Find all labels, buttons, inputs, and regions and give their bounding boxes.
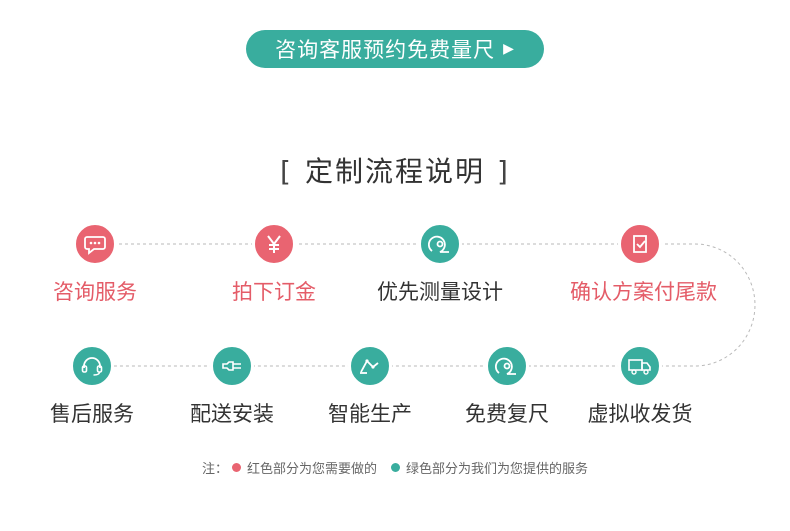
section-title: [ 定制流程说明] [0,150,790,190]
step-virtual-shipping: 虚拟收发货 [570,344,710,428]
step-label: 售后服务 [50,402,134,426]
step-free-remeasure: 免费复尺 [437,344,577,428]
title-text: 定制流程说明 [304,155,485,188]
step-label: 虚拟收发货 [587,402,693,426]
step-after-sales: 售后服务 [22,344,162,428]
note-prefix: 注： [201,462,228,477]
red-dot-icon [231,463,241,472]
note-red-text: 红色部分为您需要做的 [246,462,377,477]
step-measure-design: 优先测量设计 [370,222,510,306]
tape-measure-icon [485,344,529,388]
title-close-bracket: ] [497,155,510,188]
step-label: 优先测量设计 [377,280,503,304]
consult-free-measure-button[interactable]: 咨询客服预约免费量尺 ▶ [246,30,544,68]
step-label: 确认方案付尾款 [570,280,717,304]
step-delivery-install: 配送安装 [162,344,302,428]
step-label: 免费复尺 [465,402,549,426]
green-dot-icon [391,463,400,472]
legend-note: 注： 红色部分为您需要做的 绿色部分为我们为您提供的服务 [0,458,790,477]
step-confirm-final-payment: 确认方案付尾款 [570,222,717,306]
chat-bubble-icon [73,222,117,266]
step-pay-deposit: 拍下订金 [204,222,344,306]
play-arrow-icon: ▶ [503,41,515,57]
wrench-icon [210,344,254,388]
step-smart-production: 智能生产 [300,344,440,428]
cta-label: 咨询客服预约免费量尺 [275,38,496,62]
step-label: 咨询服务 [53,280,137,304]
checklist-icon [618,222,662,266]
note-green-text: 绿色部分为我们为您提供的服务 [406,462,589,477]
headset-icon [70,344,114,388]
step-label: 配送安装 [190,402,274,426]
step-label: 智能生产 [328,402,412,426]
tape-measure-icon [418,222,462,266]
yen-icon [252,222,296,266]
step-consult-service: 咨询服务 [25,222,165,306]
title-open-bracket: [ [280,155,293,188]
robot-arm-icon [348,344,392,388]
step-label: 拍下订金 [232,280,316,304]
truck-icon [618,344,662,388]
